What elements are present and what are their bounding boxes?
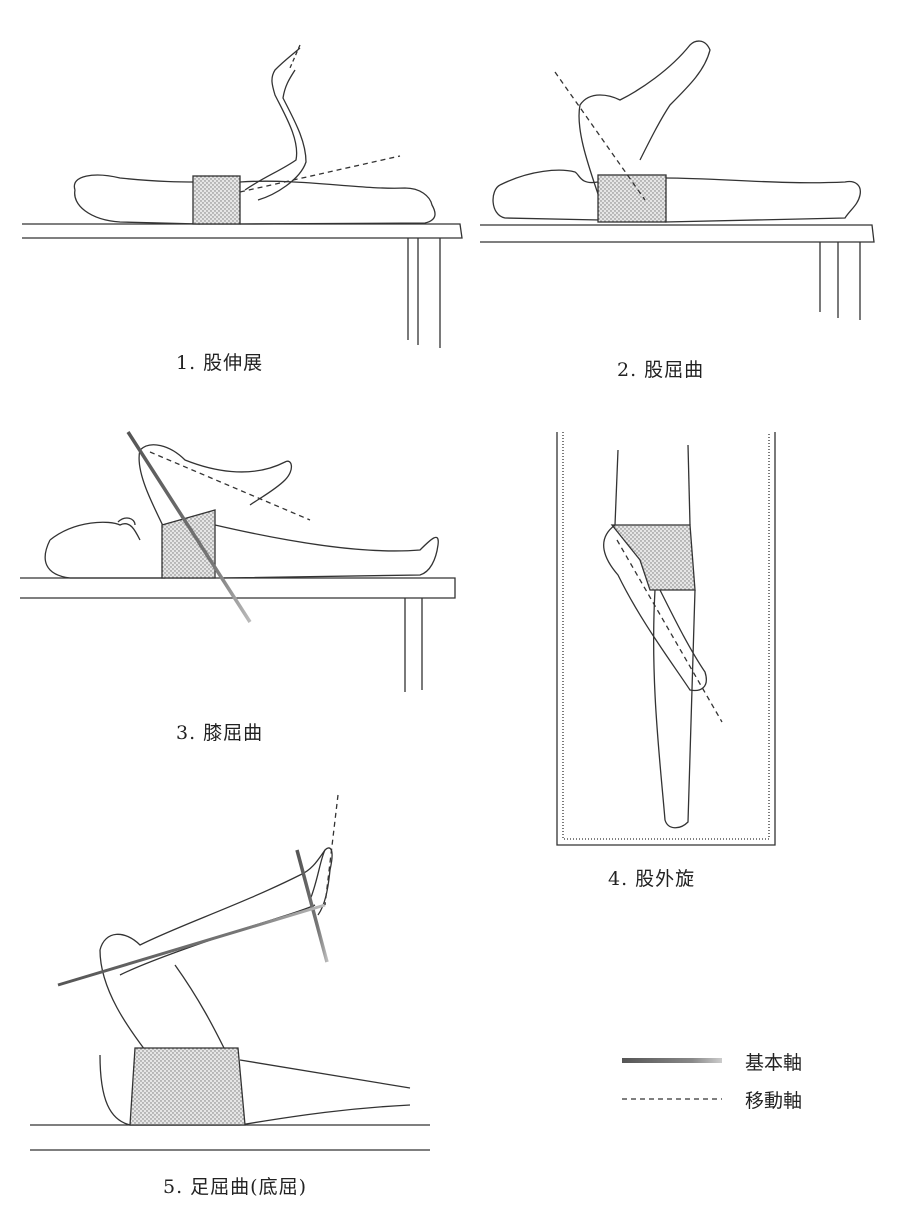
raised-leg [244,47,301,191]
shorts [129,1047,246,1126]
raised-leg [603,524,707,692]
moving-axis-line [239,155,401,193]
legend-basic-axis-swatch [622,1058,722,1063]
torso-outline [44,539,165,579]
legend-basic-axis-label: 基本軸 [745,1052,803,1074]
mat-frame [556,432,776,846]
raised-leg [138,444,293,541]
table-top [22,223,463,239]
raised-leg [578,40,711,201]
moving-axis-line [324,794,339,906]
moving-axis-line [616,539,723,723]
basic-axis-line [126,431,252,623]
torso-outline [73,174,199,191]
figure-1-hip-extension [22,44,463,348]
figure-3-knee-flexion [20,431,456,692]
basic-axis-line [295,849,329,963]
torso-outline [614,449,619,526]
leg-outline [664,177,861,223]
table-top [480,224,875,243]
moving-axis-line [149,451,311,521]
caption-fig-2: 2. 股屈曲 [617,359,705,381]
shorts [192,175,241,225]
caption-fig-3: 3. 膝屈曲 [176,722,264,744]
leg-outline [239,180,436,225]
raised-leg [99,849,326,951]
figure-2-hip-flexion [480,40,885,320]
torso-outline [492,184,601,221]
caption-fig-5: 5. 足屈曲(底屈) [163,1176,307,1198]
table-top [20,577,456,599]
leg-outline [214,524,439,579]
legend-moving-axis-swatch [622,1098,722,1100]
leg-axis-line [57,903,326,987]
caption-fig-4: 4. 股外旋 [608,868,696,890]
moving-axis-line [554,71,646,201]
figure-4-hip-external-rotation [556,432,776,846]
figure-5-ankle-flexion [30,794,430,1151]
torso-outline [99,1054,240,1126]
shorts [610,524,696,591]
leg-outline [652,589,696,829]
caption-fig-1: 1. 股伸展 [176,352,264,374]
shorts [161,509,216,579]
shorts [597,174,667,223]
legend-moving-axis-label: 移動軸 [745,1090,803,1112]
